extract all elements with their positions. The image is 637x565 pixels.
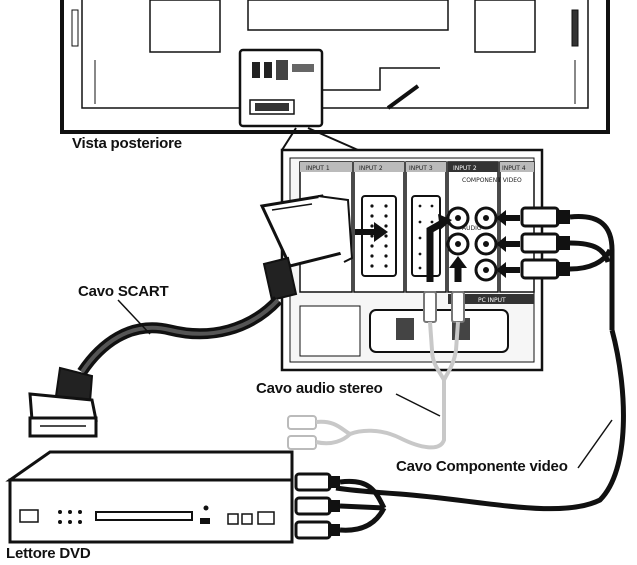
pc-input-label: PC INPUT	[478, 297, 506, 304]
panel-header-1: INPUT 1	[306, 165, 330, 172]
stereo-audio-cable	[287, 291, 465, 450]
scart-cable	[28, 194, 354, 438]
label-scart-cable: Cavo SCART	[78, 283, 169, 300]
component-jacks	[474, 206, 498, 282]
panel-header-3: INPUT 3	[409, 165, 433, 172]
connection-arrows	[355, 210, 520, 282]
component-video-cable	[294, 206, 626, 540]
label-stereo-audio-cable: Cavo audio stereo	[256, 380, 383, 397]
component-leader	[577, 419, 613, 469]
input-panel: INPUT 1 INPUT 2 INPUT 3 INPUT 2 INPUT 4 …	[280, 148, 544, 372]
component-label: COMPONENT VIDEO	[462, 177, 522, 184]
dvd-player	[5, 450, 294, 544]
panel-header-4: INPUT 2	[453, 165, 477, 172]
panel-header-5: INPUT 4	[502, 165, 526, 172]
tv-rear-view	[60, 0, 610, 134]
zoom-lines	[281, 127, 359, 151]
audio-leader	[395, 393, 441, 417]
scart-leader	[117, 299, 151, 335]
audio-label: AUDIO	[462, 225, 482, 232]
label-dvd-player: Lettore DVD	[6, 545, 91, 562]
panel-header-2: INPUT 2	[359, 165, 383, 172]
audio-jacks	[446, 206, 470, 256]
label-rear-view: Vista posteriore	[72, 135, 182, 152]
scart-socket-pins	[370, 204, 388, 268]
label-component-video-cable: Cavo Componente video	[396, 458, 568, 475]
